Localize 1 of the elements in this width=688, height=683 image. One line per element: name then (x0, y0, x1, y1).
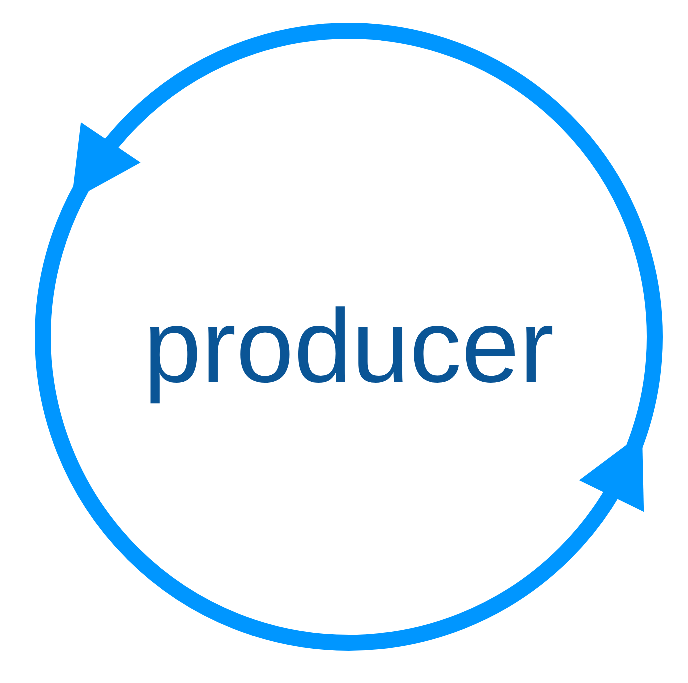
node-label: producer (144, 290, 554, 404)
